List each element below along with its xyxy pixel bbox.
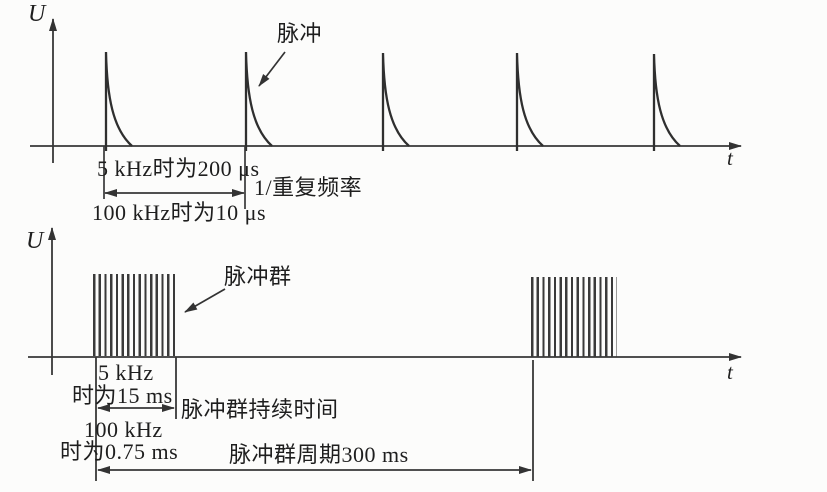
duration-100khz-line2: 时为0.75 ms xyxy=(60,439,179,464)
top-y-axis-label: U xyxy=(28,1,46,27)
pulse-label: 脉冲 xyxy=(277,21,323,46)
pulse-3 xyxy=(381,52,410,151)
bottom-y-axis-label: U xyxy=(26,228,44,254)
top-axes xyxy=(30,18,742,163)
pulse-5 xyxy=(652,53,681,151)
pulse-leader-arrow xyxy=(258,51,286,87)
burst-block-1 xyxy=(93,274,177,356)
bottom-axes xyxy=(28,227,742,375)
bottom-guides xyxy=(95,357,534,481)
spacing-100khz-label: 100 kHz时为10 μs xyxy=(92,200,267,225)
burst-block-2 xyxy=(531,277,617,357)
pulse-train xyxy=(104,51,681,151)
burst-label: 脉冲群 xyxy=(224,264,292,289)
burst-leader-arrow xyxy=(184,288,226,313)
pulse-1 xyxy=(104,51,133,151)
spacing-5khz-label: 5 kHz时为200 μs xyxy=(97,156,260,181)
top-x-axis-label: t xyxy=(727,146,734,170)
duration-100khz-line1: 100 kHz xyxy=(84,417,163,442)
bottom-x-axis-label: t xyxy=(727,360,734,384)
burst-period-label: 脉冲群周期300 ms xyxy=(229,442,409,467)
repetition-frequency-label: 1/重复频率 xyxy=(254,175,363,200)
duration-5khz-line2: 时为15 ms xyxy=(72,383,173,408)
burst-duration-label: 脉冲群持续时间 xyxy=(181,397,339,422)
top-dimension xyxy=(103,146,246,209)
duration-5khz-line1: 5 kHz xyxy=(98,360,154,385)
pulse-2 xyxy=(244,51,273,151)
pulse-4 xyxy=(515,52,544,151)
